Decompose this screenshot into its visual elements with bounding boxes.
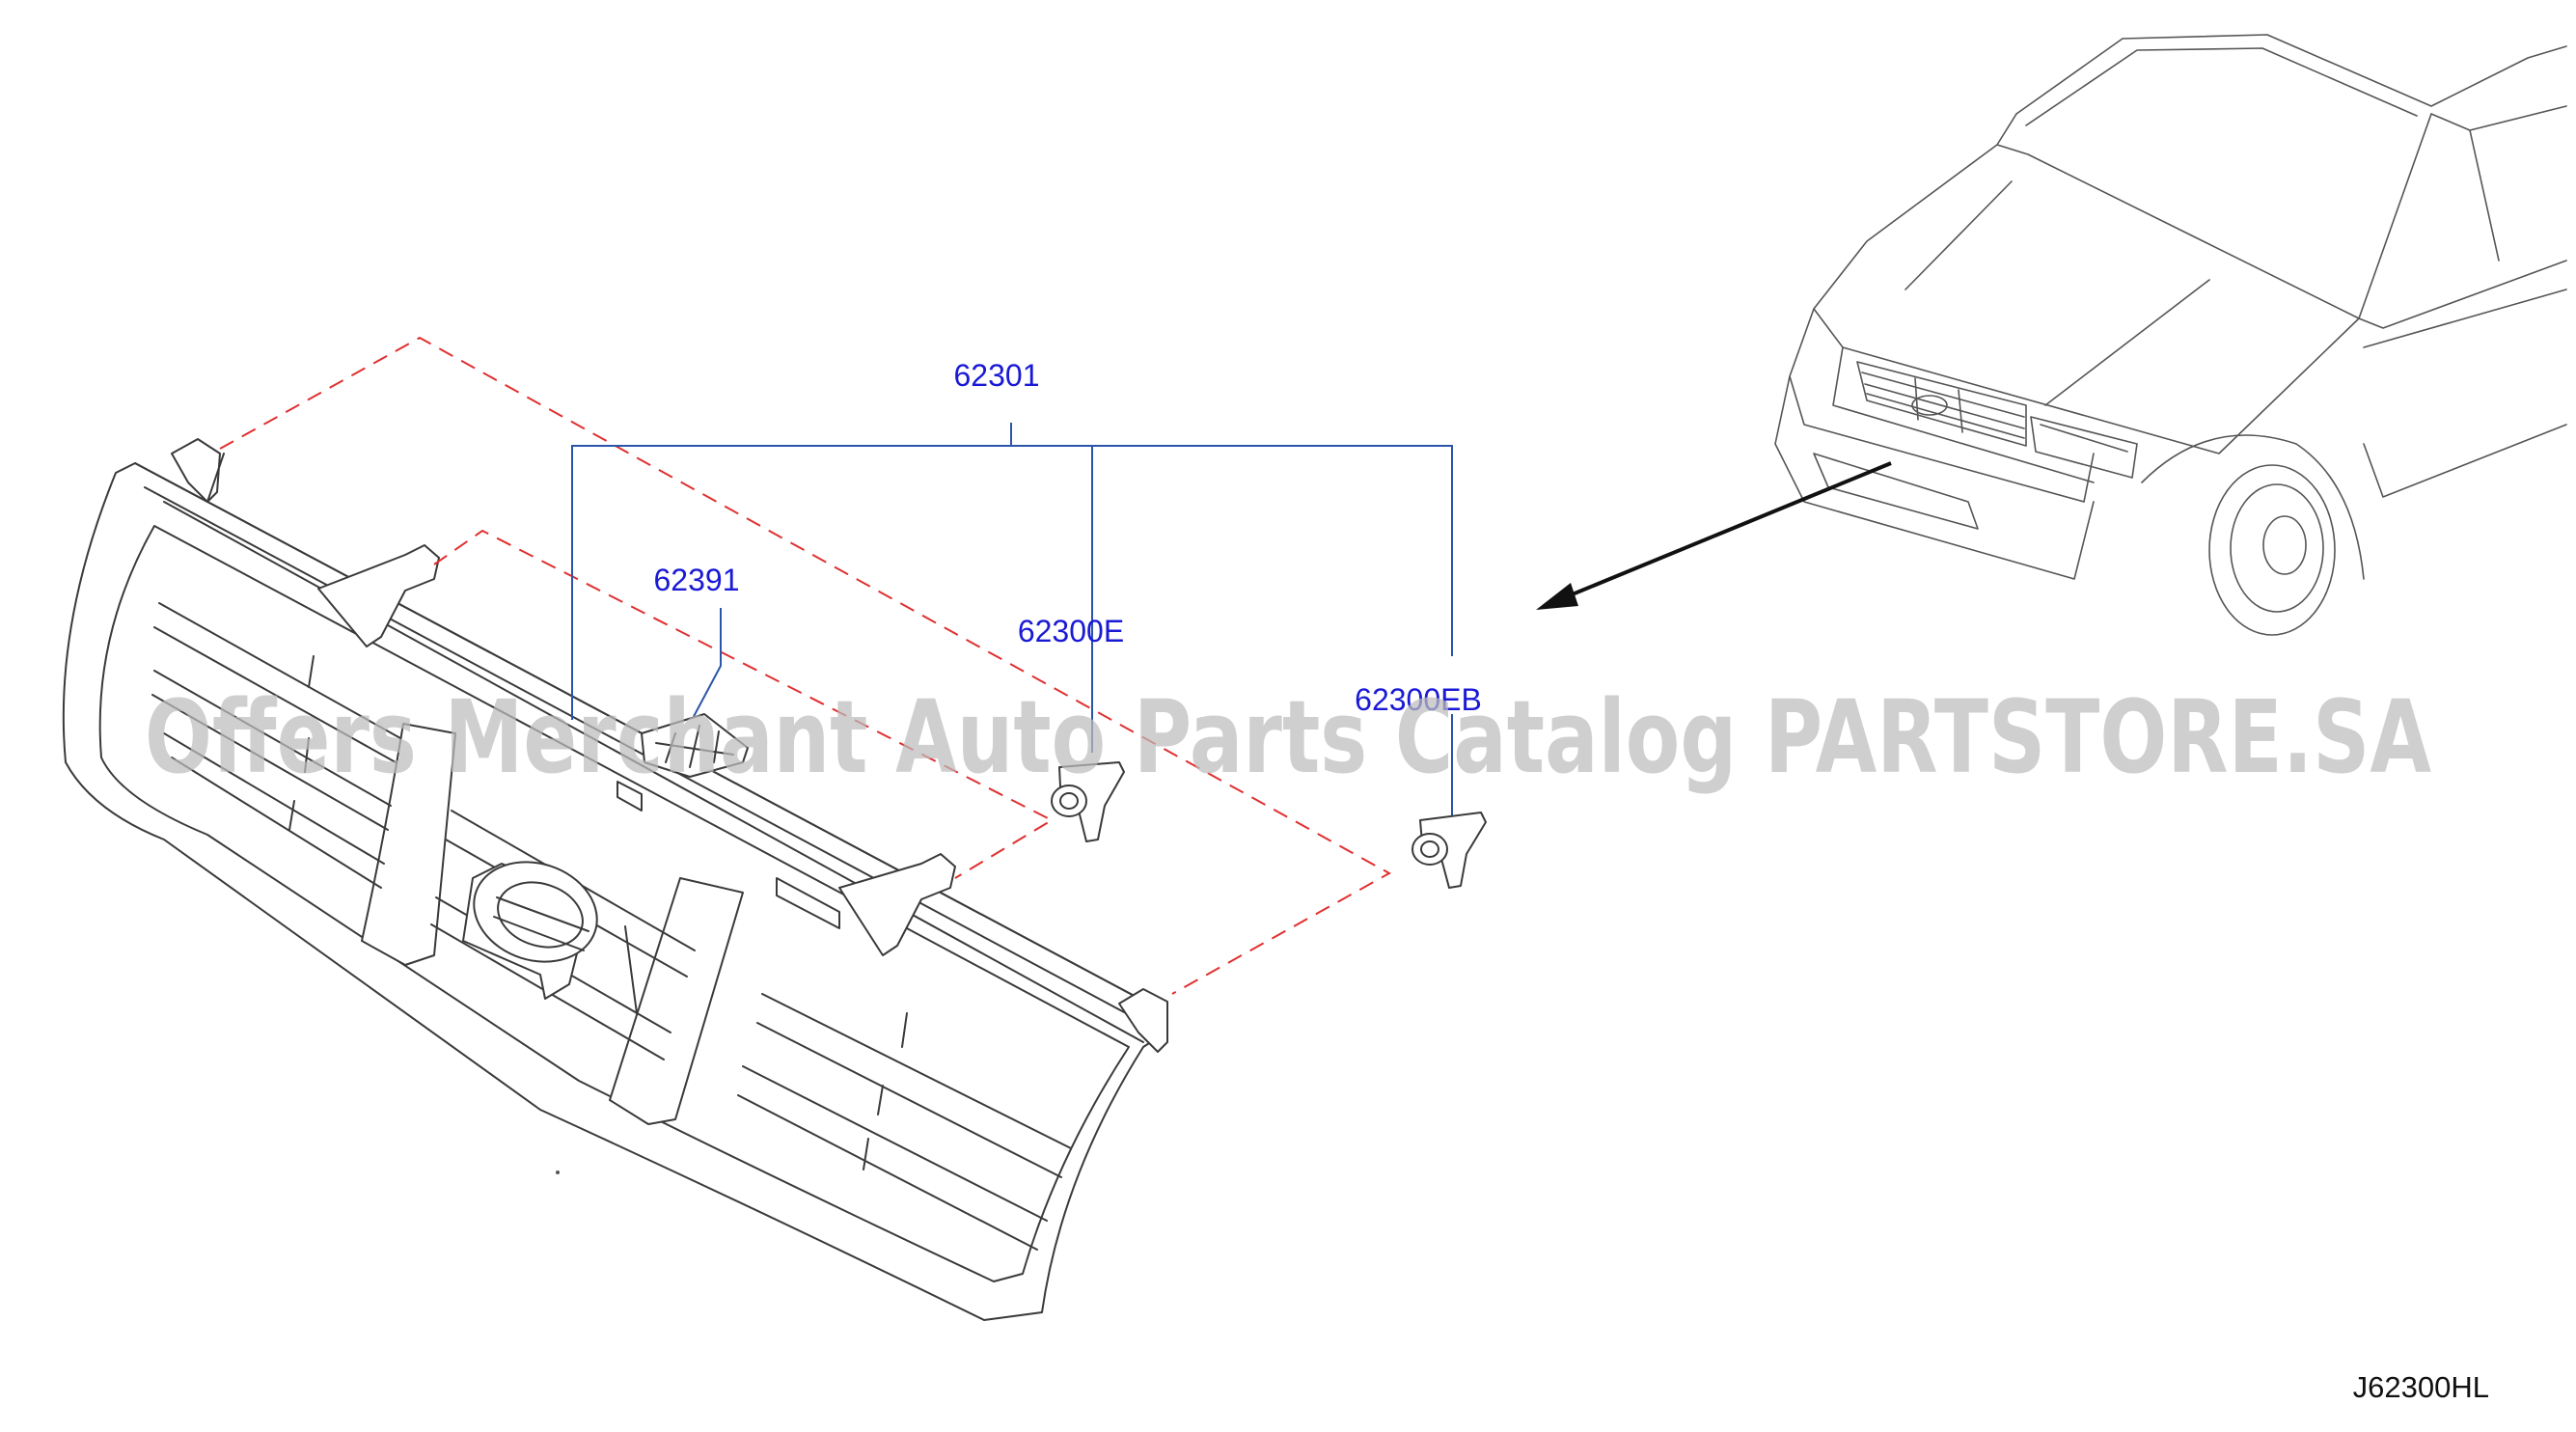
callout-62301: 62301 [954, 358, 1040, 393]
callout-62300e: 62300E [1018, 614, 1124, 648]
front-grille-drawing [62, 438, 1168, 1321]
watermark-text: Offers Merchant Auto Parts Catalog PARTS… [145, 678, 2431, 796]
callout-62300eb: 62300EB [1355, 682, 1482, 717]
emblem-part-62391 [641, 713, 749, 778]
clip-part-62300eb [1411, 812, 1487, 889]
leader-lines [571, 423, 1453, 820]
phantom-lines [219, 336, 1392, 995]
diagram-id: J62300HL [2353, 1370, 2489, 1404]
locator-arrow [1536, 461, 1892, 610]
vehicle-locator-drawing [1774, 34, 2567, 636]
clip-part-62300e [1051, 761, 1125, 842]
callout-62391: 62391 [654, 563, 740, 597]
